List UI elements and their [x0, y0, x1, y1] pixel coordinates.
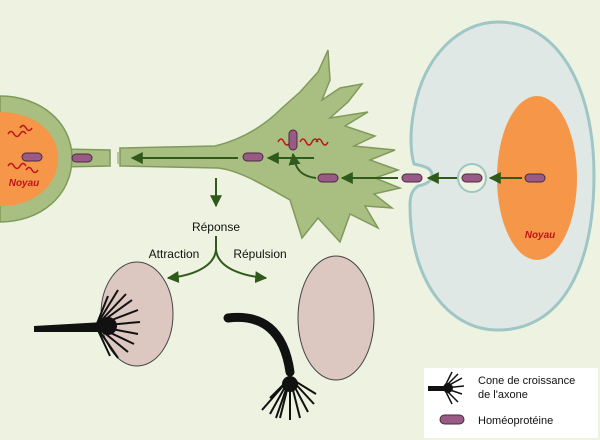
source-cell: Noyau: [401, 20, 596, 332]
homeoprotein-cone-center: [242, 152, 264, 162]
homeoprotein-in-axon: [71, 153, 93, 163]
repulsion-target-cell: [297, 255, 375, 381]
arrow-to-repulsion: [215, 249, 268, 284]
attraction-label: Attraction: [149, 247, 200, 261]
growth-cone-body: [119, 49, 403, 244]
target-neuron: Noyau: [0, 95, 111, 223]
homeoprotein-in-target-nucleus: [21, 152, 43, 162]
legend-growth-cone-line2: de l'axone: [478, 389, 528, 401]
growth-cone: [117, 49, 403, 244]
legend-homeoprotein: Homéoprotéine: [478, 415, 553, 427]
legend-growth-cone-line1: Cone de croissance: [478, 375, 575, 387]
homeoprotein-at-membrane: [401, 173, 423, 183]
repulsion-label: Répulsion: [233, 247, 286, 261]
mrna-squiggle: [277, 138, 329, 146]
attraction-example: [34, 261, 174, 367]
growth-cone-legend-icon: [428, 371, 465, 405]
homeoprotein-vertical: [288, 129, 298, 151]
arrow-to-attraction: [166, 249, 217, 283]
source-nucleus-label: Noyau: [525, 230, 556, 241]
repulsion-example: [223, 255, 375, 420]
response-label: Réponse: [192, 220, 240, 234]
target-nucleus-label: Noyau: [9, 178, 40, 189]
response-branch: Réponse Attraction Répulsion: [149, 178, 287, 284]
legend: Cone de croissance de l'axone Homéoproté…: [424, 368, 598, 438]
homeoprotein-in-nucleus: [524, 173, 546, 183]
attraction-cone-center: [99, 317, 117, 335]
repulsion-axon: [223, 312, 295, 377]
homeoprotein-legend-icon: [439, 414, 465, 425]
homeoprotein-cone-right: [317, 173, 339, 183]
attraction-axon: [34, 322, 104, 332]
homeoprotein-in-vesicle: [461, 173, 483, 183]
target-mrna-squiggle: [7, 124, 39, 174]
repulsion-cone-center: [282, 376, 298, 392]
